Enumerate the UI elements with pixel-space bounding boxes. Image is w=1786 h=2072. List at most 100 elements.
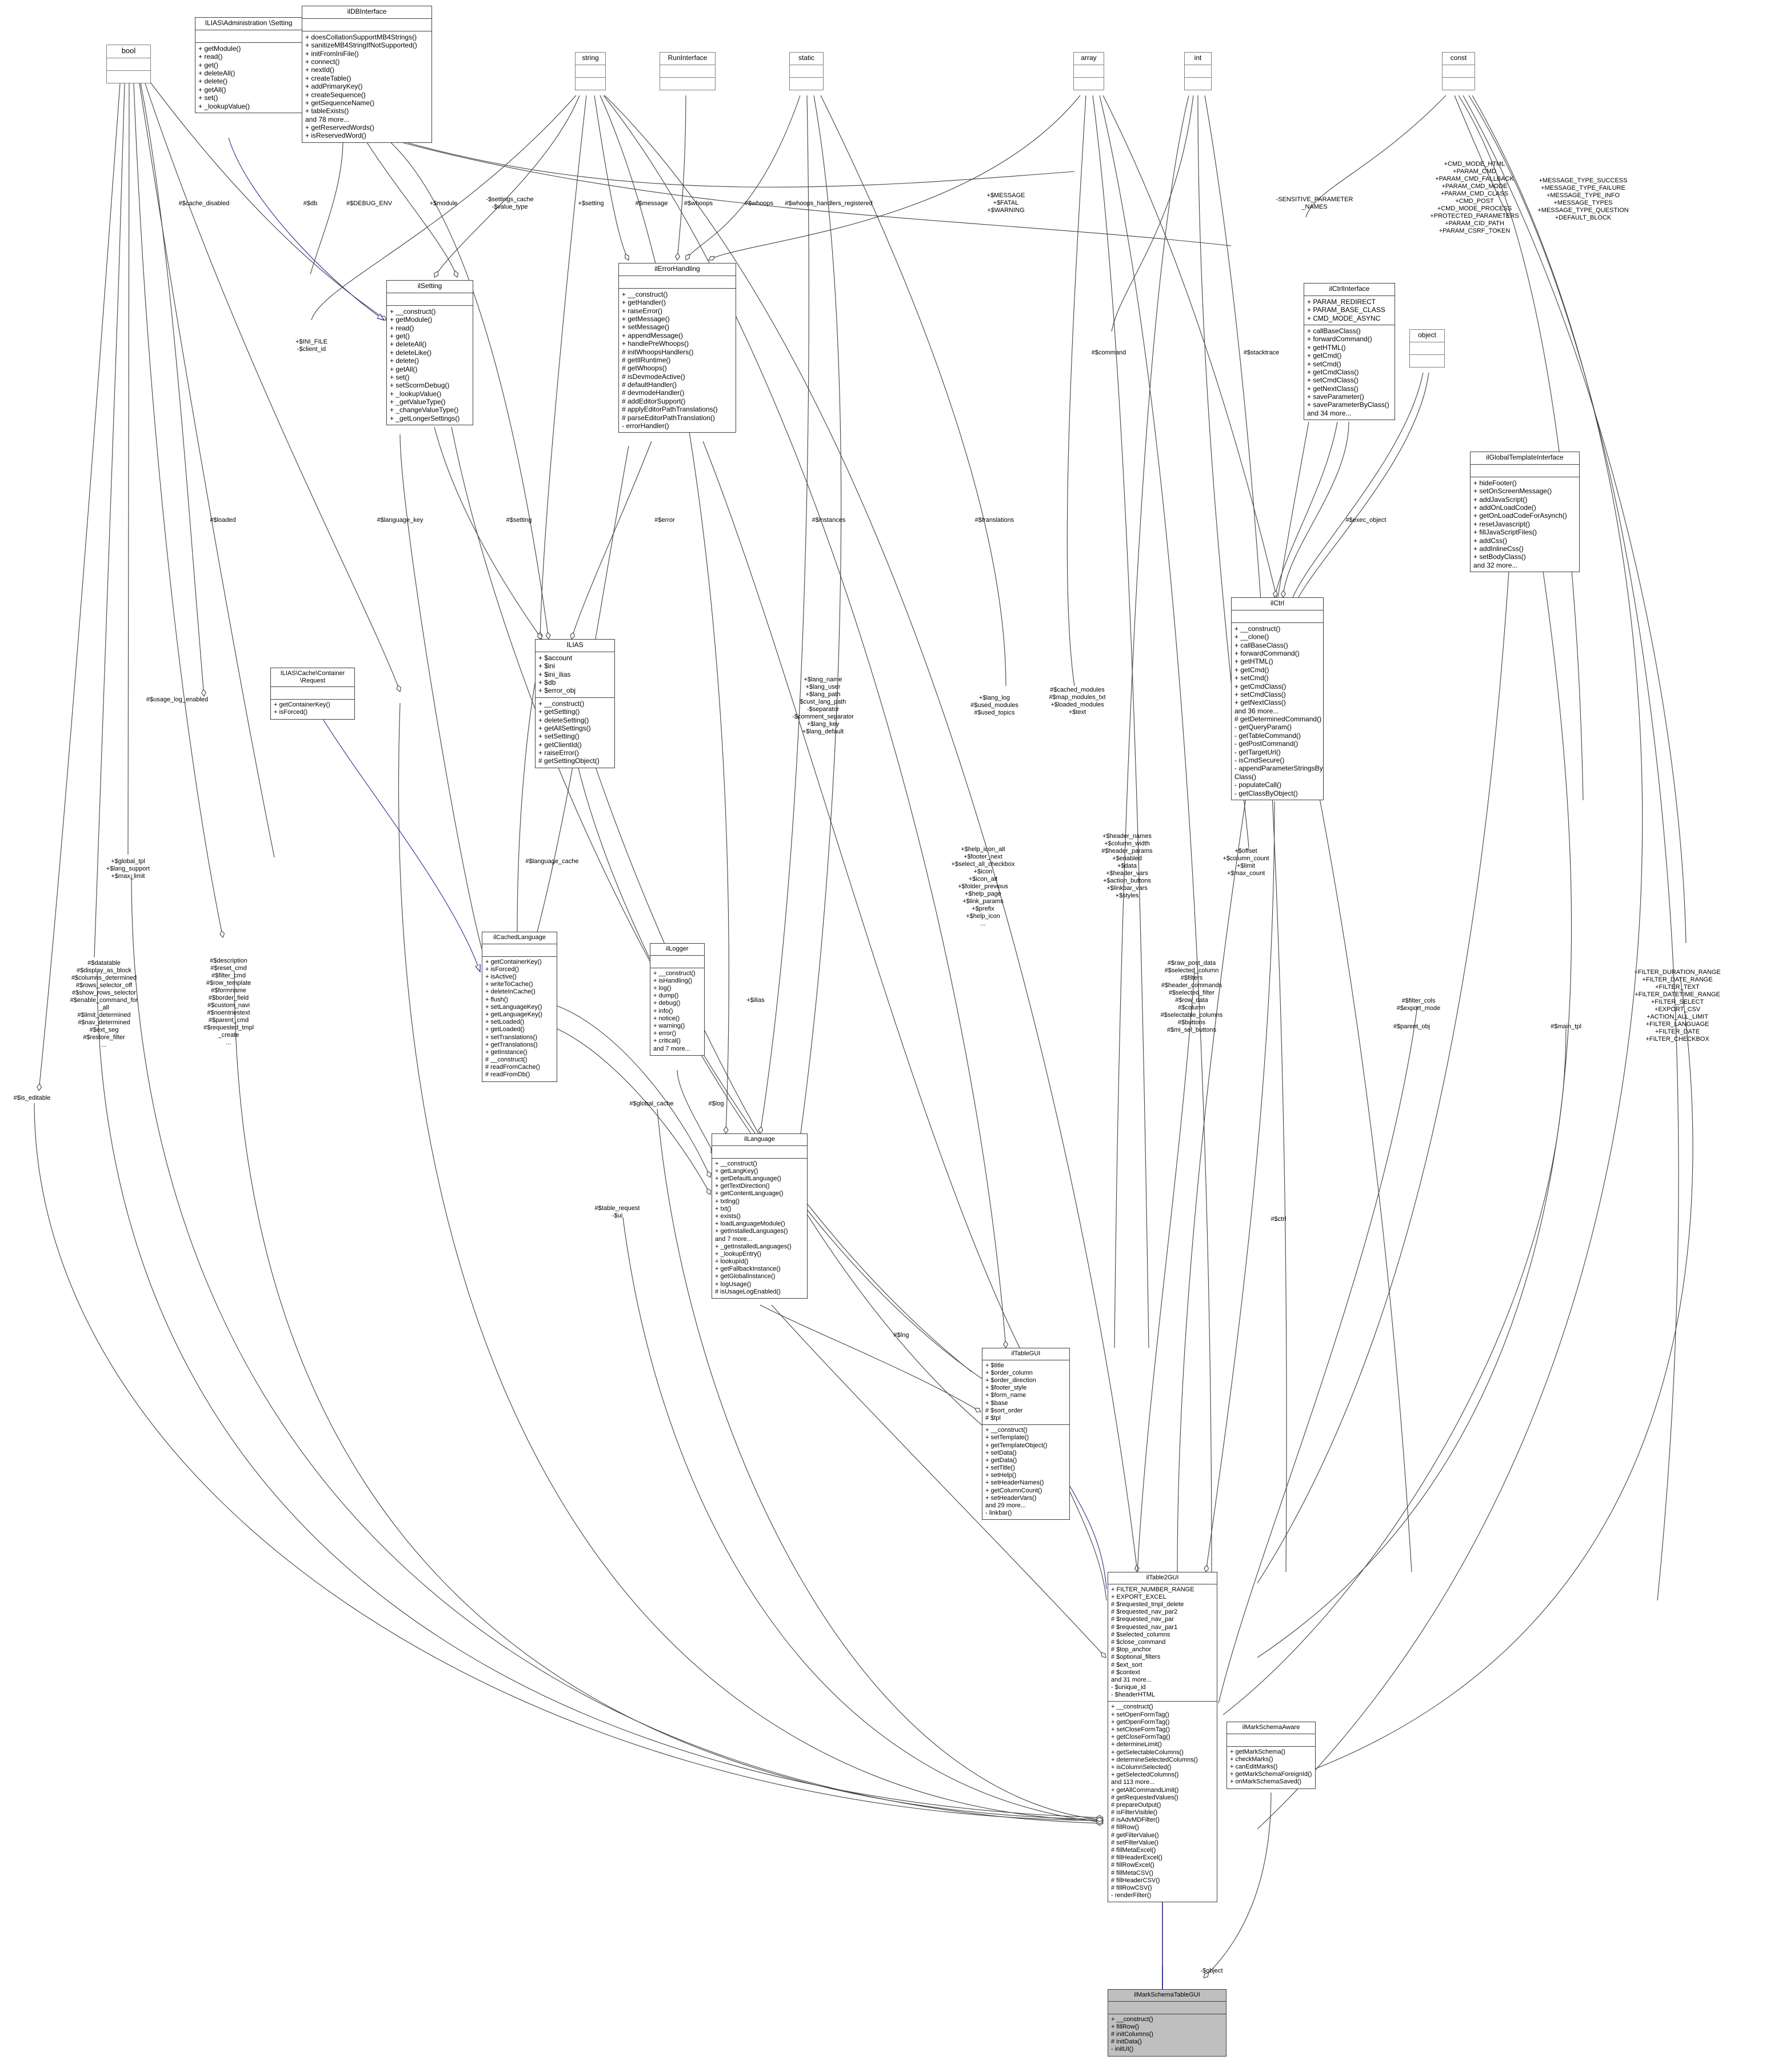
attribute-item: # $selected_columns	[1111, 1631, 1170, 1638]
class-node-bool[interactable]: bool	[106, 45, 151, 83]
class-node-ilSetting[interactable]: ilSetting + __construct()+ getModule()+ r…	[386, 280, 473, 426]
class-node-operations: + __construct()+ getLangKey()+ getDefaul…	[712, 1159, 807, 1298]
class-node-operations: + __construct()+ setTemplate()+ getTempl…	[982, 1425, 1069, 1519]
class-node-ilDBInterface[interactable]: ilDBInterface+ doesCollationSupportMB4St…	[302, 6, 432, 143]
operation-item: + setOpenFormTag()	[1111, 1711, 1169, 1718]
operation-item: # isAdvMDFilter()	[1111, 1817, 1160, 1824]
operation-item: + setTranslations()	[485, 1033, 537, 1041]
edge-label-cached_modules: #$cached_modules #$map_modules_txt +$loa…	[1049, 686, 1106, 716]
class-node-ilErrorHandling[interactable]: ilErrorHandling+ __construct()+ getHandl…	[618, 263, 736, 433]
edge-label-object_label: -$object	[1200, 1967, 1223, 1974]
operation-item: and 7 more...	[653, 1045, 690, 1052]
class-node-title: static	[790, 53, 823, 65]
class-node-array[interactable]: array	[1073, 52, 1104, 90]
operation-item: + isForced()	[485, 965, 519, 973]
class-node-const[interactable]: const	[1442, 52, 1475, 90]
operation-item: + flush()	[485, 996, 509, 1003]
operation-item: + getGlobalInstance()	[715, 1273, 776, 1280]
operation-item: + getSelectedColumns()	[1111, 1771, 1179, 1779]
operation-item: # defaultHandler()	[622, 381, 677, 389]
attribute-item: + $footer_style	[985, 1384, 1027, 1392]
class-node-ilMarkSchemaTableGUI[interactable]: ilMarkSchemaTableGUI+ __construct()+ fil…	[1108, 1989, 1226, 2057]
operation-item: + setTemplate()	[985, 1434, 1029, 1442]
operation-item: + _changeValueType()	[390, 406, 459, 414]
operation-item: + __construct()	[622, 290, 668, 298]
class-node-operations: + __construct()+ __clone()+ callBaseClas…	[1232, 623, 1323, 800]
class-node-operations: + __construct()+ fillRow()# initColumns(…	[1108, 2014, 1226, 2056]
operation-item: + addPrimaryKey()	[305, 82, 363, 91]
attribute-item: # $close_command	[1111, 1638, 1166, 1646]
class-node-ilLogger[interactable]: ilLogger+ __construct()+ isHandling()+ l…	[650, 943, 705, 1056]
operation-item: + writeToCache()	[485, 981, 533, 988]
operation-item: + getLangKey()	[715, 1167, 758, 1175]
class-node-object[interactable]: object	[1409, 329, 1445, 368]
operation-item: + createTable()	[305, 74, 351, 82]
class-node-operations: + __construct()+ getModule()+ read()+ ge…	[387, 306, 473, 425]
operation-item: + exists()	[715, 1212, 741, 1220]
attribute-item: # $requested_nav_par2	[1111, 1608, 1178, 1616]
edge-label-global_cache: #$global_cache	[629, 1100, 674, 1107]
edge-label-language_key: #$language_key	[377, 517, 423, 524]
operation-item: + getDefaultLanguage()	[715, 1175, 781, 1183]
operation-item: + isReservedWord()	[305, 131, 366, 140]
operation-item: + onMarkSchemaSaved()	[1230, 1778, 1302, 1786]
edge-label-log: #$log	[708, 1100, 724, 1107]
class-node-ILIAS_Cache_Container_Request[interactable]: ILIAS\Cache\Container \Request+ getConta…	[270, 668, 355, 720]
class-node-ilMarkSchemaAware[interactable]: ilMarkSchemaAware+ getMarkSchema()+ chec…	[1226, 1722, 1316, 1789]
operation-item: # fillMetaExcel()	[1111, 1847, 1156, 1854]
class-node-int[interactable]: int	[1184, 52, 1212, 90]
operation-item: + delete()	[390, 357, 419, 365]
class-node-static[interactable]: static	[789, 52, 824, 90]
class-node-ilias_administration_setting[interactable]: ILIAS\Administration \Setting+ getModule…	[195, 17, 302, 113]
edge-label-filter_cols: #$filter_cols #$export_mode	[1396, 997, 1441, 1012]
class-node-RunInterface[interactable]: RunInterface	[660, 52, 716, 90]
operation-item: + getTranslations()	[485, 1041, 538, 1048]
class-node-ilCtrlInterface[interactable]: ilCtrlInterface+ PARAM_REDIRECT+ PARAM_B…	[1304, 283, 1395, 421]
attribute-item: # $top_anchor	[1111, 1646, 1152, 1654]
operation-item: + getOpenFormTag()	[1111, 1718, 1170, 1726]
operation-item: + critical()	[653, 1037, 681, 1045]
class-node-ilTable2GUI[interactable]: ilTable2GUI+ FILTER_NUMBER_RANGE+ EXPORT…	[1108, 1572, 1217, 1903]
operation-item: + __construct()	[390, 307, 436, 316]
class-node-ilCachedLanguage[interactable]: ilCachedLanguage+ getContainerKey()+ isF…	[482, 932, 557, 1082]
operation-item: Class()	[1234, 772, 1256, 781]
class-node-title: array	[1074, 53, 1104, 65]
class-node-attributes: + $account+ $ini+ $ini_ilias+ $db+ $erro…	[536, 652, 614, 698]
class-node-title: const	[1443, 53, 1475, 65]
class-node-ILIAS[interactable]: ILIAS+ $account+ $ini+ $ini_ilias+ $db+ …	[535, 639, 615, 768]
operation-item: - initUI()	[1111, 2046, 1134, 2053]
class-node-ilCtrl[interactable]: ilCtrl+ __construct()+ __clone()+ callBa…	[1231, 597, 1324, 800]
edge-label-ini_file_client_id: +$INI_FILE -$client_id	[295, 338, 327, 353]
operation-item: + getAllSettings()	[538, 724, 591, 732]
edge-label-message: #$message	[635, 200, 668, 207]
class-node-ilLanguage[interactable]: ilLanguage+ __construct()+ getLangKey()+…	[712, 1133, 808, 1299]
operation-item: + __clone()	[1234, 633, 1269, 641]
edge-label-ilias: +$ilias	[746, 997, 765, 1004]
operation-item: and 29 more...	[985, 1502, 1026, 1510]
edge-label-is_editable: #$is_editable	[13, 1095, 51, 1101]
operation-item: # readFromDb()	[485, 1071, 530, 1079]
edge-label-message_types: +MESSAGE_TYPE_SUCCESS +MESSAGE_TYPE_FAIL…	[1537, 177, 1629, 221]
operation-item: + nextId()	[305, 66, 335, 74]
edge-label-offset: +$offset +$column_count +$limit +$max_co…	[1222, 848, 1269, 877]
class-node-ilGlobalTemplateInterface[interactable]: ilGlobalTemplateInterface+ hideFooter()+…	[1470, 452, 1580, 573]
operation-item: # fillRow()	[1111, 1824, 1139, 1831]
class-node-ilTableGUI[interactable]: ilTableGUI+ $title+ $order_column+ $orde…	[982, 1348, 1070, 1520]
edge-label-translations: #$translations	[974, 517, 1014, 524]
edge-label-global_tpl: +$global_tpl +$lang_support +$max_limit	[106, 858, 150, 880]
operation-item: + getAllCommandLimit()	[1111, 1786, 1179, 1794]
operation-item: + getHTML()	[1234, 657, 1273, 666]
edge-label-usage_log_enabled: #$usage_log_enabled	[146, 696, 209, 703]
class-node-title: ilSetting	[387, 281, 473, 293]
operation-item: # applyEditorPathTranslations()	[622, 405, 718, 414]
operation-item: + logUsage()	[715, 1280, 752, 1288]
edge-label-header_names: +$header_names +$column_width #$header_p…	[1101, 833, 1153, 899]
attribute-item: # $context	[1111, 1668, 1140, 1676]
operation-item: + __construct()	[653, 969, 696, 977]
class-node-attributes	[1108, 2002, 1226, 2014]
class-node-string[interactable]: string	[575, 52, 606, 90]
operation-item: + __construct()	[1234, 624, 1281, 633]
operation-item: + getTemplateObject()	[985, 1442, 1048, 1449]
edge-label-message_fatal_warning: +$MESSAGE +$FATAL +$WARNING	[986, 192, 1025, 214]
attribute-item: # $requested_nav_par1	[1111, 1623, 1178, 1631]
